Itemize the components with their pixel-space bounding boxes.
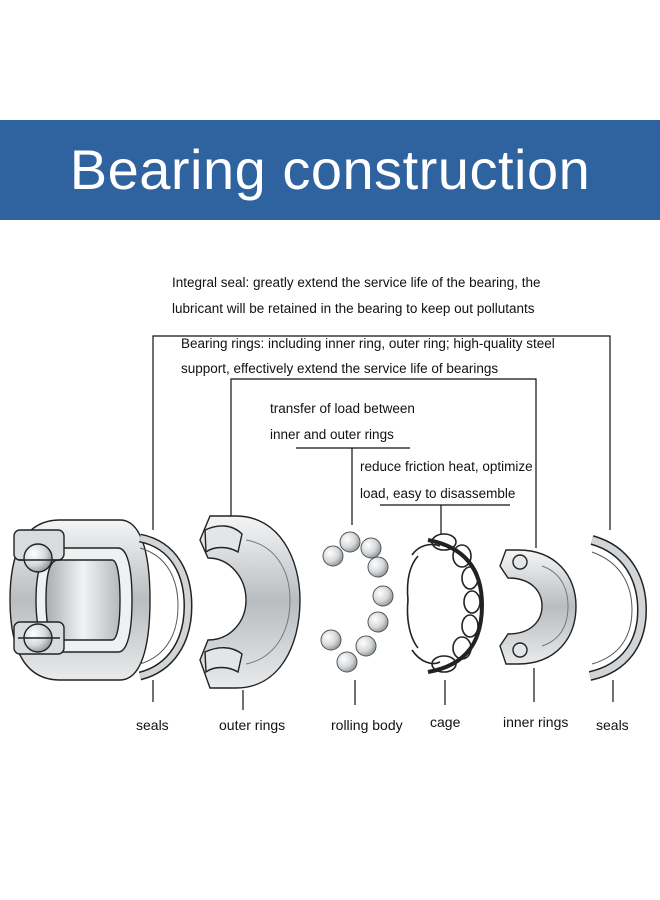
outer-ring-illustration [199, 515, 301, 689]
rings-leader-line [230, 378, 537, 548]
bearing-rings-desc-line1: Bearing rings: including inner ring, out… [181, 336, 555, 351]
label-outer-rings: outer rings [219, 717, 286, 733]
rolling-body-desc-line1: transfer of load between [270, 401, 415, 416]
inner-ring-illustration [499, 549, 577, 665]
seal-right-illustration [588, 535, 648, 681]
leader-lines [152, 335, 614, 710]
rolling-body-desc-line2: inner and outer rings [270, 427, 394, 442]
integral-seal-desc-line1: Integral seal: greatly extend the servic… [172, 275, 541, 290]
page-title: Bearing construction [69, 138, 591, 201]
rolling-balls-illustration [320, 531, 394, 673]
cage-desc-line1: reduce friction heat, optimize [360, 459, 533, 474]
label-inner-rings: inner rings [503, 714, 569, 730]
seal-leader-line [152, 335, 611, 530]
cage-illustration [406, 533, 485, 674]
bearing-rings-desc-line2: support, effectively extend the service … [181, 361, 499, 376]
label-rolling-body: rolling body [331, 717, 403, 733]
title-banner: Bearing construction [0, 120, 660, 220]
seal-left-illustration [138, 533, 193, 681]
assembled-bearing-illustration [9, 519, 151, 681]
label-seals-right: seals [596, 717, 629, 733]
integral-seal-desc-line2: lubricant will be retained in the bearin… [172, 301, 535, 316]
cage-desc-line2: load, easy to disassemble [360, 486, 516, 501]
label-cage: cage [430, 714, 461, 730]
label-seals-left: seals [136, 717, 169, 733]
